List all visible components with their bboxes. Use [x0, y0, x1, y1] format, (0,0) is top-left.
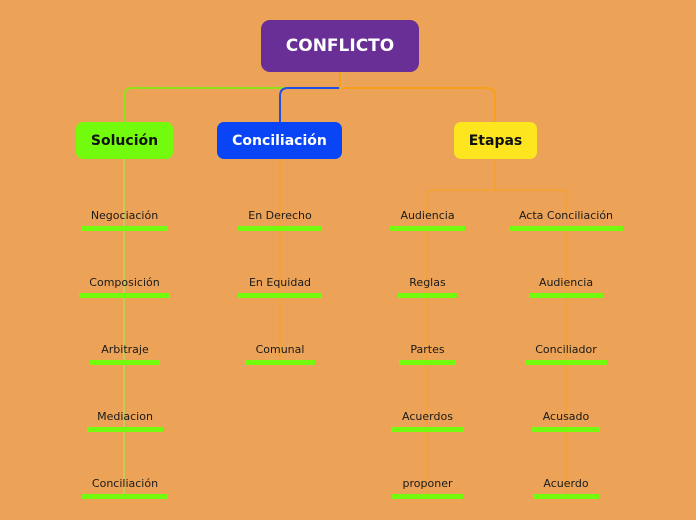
leaf-composicion[interactable]: Composición — [79, 276, 170, 298]
leaf-en-equidad[interactable]: En Equidad — [238, 276, 322, 298]
leaf-audiencia-group[interactable]: Audiencia — [390, 209, 465, 231]
root-node-conflicto[interactable]: CONFLICTO — [261, 20, 419, 72]
leaf-en-derecho[interactable]: En Derecho — [238, 209, 322, 231]
connector-root-etapas — [339, 72, 496, 122]
leaf-acta-conciliacion[interactable]: Acta Conciliación — [509, 209, 623, 231]
leaf-reglas[interactable]: Reglas — [398, 276, 457, 298]
branch-node-conciliacion[interactable]: Conciliación — [217, 122, 342, 159]
leaf-acuerdos[interactable]: Acuerdos — [391, 410, 464, 432]
leaf-acusado[interactable]: Acusado — [532, 410, 600, 432]
branch-node-solucion[interactable]: Solución — [76, 122, 173, 159]
leaf-audiencia-acta[interactable]: Audiencia — [529, 276, 603, 298]
leaf-comunal[interactable]: Comunal — [245, 343, 315, 365]
connector-etapas-split — [426, 189, 567, 215]
branch-node-etapas[interactable]: Etapas — [454, 122, 537, 159]
leaf-mediacion[interactable]: Mediacion — [87, 410, 163, 432]
connector-root-solucion — [123, 72, 341, 122]
leaf-acuerdo[interactable]: Acuerdo — [533, 477, 599, 499]
leaf-partes[interactable]: Partes — [399, 343, 456, 365]
leaf-conciliador[interactable]: Conciliador — [525, 343, 607, 365]
leaf-negociacion[interactable]: Negociación — [81, 209, 168, 231]
leaf-arbitraje[interactable]: Arbitraje — [90, 343, 160, 365]
leaf-conciliacion-solucion[interactable]: Conciliación — [82, 477, 168, 499]
leaf-proponer[interactable]: proponer — [392, 477, 463, 499]
connector-root-conciliacion — [279, 72, 341, 122]
